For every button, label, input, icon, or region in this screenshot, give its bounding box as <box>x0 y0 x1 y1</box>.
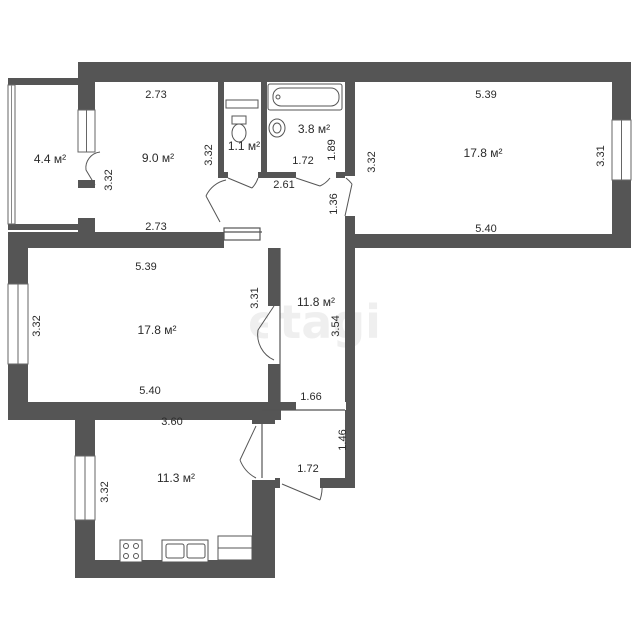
room-top-right-area-label: 17.8 м² <box>464 146 503 160</box>
washbasin-inner <box>272 122 282 134</box>
stove-icon <box>119 539 143 563</box>
door-toilet <box>227 177 259 189</box>
opening-9room <box>228 226 258 232</box>
opening-corridor-top <box>280 234 345 248</box>
room-top-right-left-dim: 3.32 <box>366 151 378 172</box>
bathtub-inner <box>272 87 340 107</box>
room-small-area-label: 9.0 м² <box>142 151 174 165</box>
room-middle-left-dim: 3.32 <box>31 315 43 336</box>
stove-burner-1 <box>123 543 129 549</box>
opening-entrance-door <box>280 478 320 488</box>
balcony-floor <box>15 85 78 224</box>
toilet-shelf <box>225 99 259 109</box>
stove-burner-3 <box>123 553 129 559</box>
door-top-right <box>344 177 353 217</box>
room-small-right-dim: 3.32 <box>203 144 215 165</box>
room-middle-right-dim: 3.31 <box>249 287 261 308</box>
stove-burner-4 <box>133 553 139 559</box>
doors <box>85 151 353 501</box>
corridor-area-label: 11.8 м² <box>297 295 335 309</box>
opening-corridor-entrance <box>296 402 346 410</box>
entrance-width-dim: 1.72 <box>297 463 318 475</box>
room-top-right-right-dim: 3.31 <box>595 145 607 166</box>
kitchen-area-label: 11.3 м² <box>157 471 195 485</box>
wall-middle-bottom <box>8 402 281 420</box>
room-small-left-dim: 3.32 <box>103 169 115 190</box>
entrance-depth-dim: 1.46 <box>337 429 349 450</box>
room-middle-top-dim: 5.39 <box>135 261 156 273</box>
wall-corridor-right <box>345 248 355 488</box>
bathtub-drain <box>275 94 281 100</box>
room-top-right-top-dim: 5.39 <box>475 89 496 101</box>
hall-depth-dim: 1.36 <box>328 193 340 214</box>
wall-toilet-bath <box>261 82 267 178</box>
room-middle-bottom-dim: 5.40 <box>139 385 160 397</box>
bathroom-width-dim: 1.72 <box>292 155 313 167</box>
room-small-top-dim: 2.73 <box>145 89 166 101</box>
windows <box>7 109 632 521</box>
opening-kitchen <box>252 424 275 480</box>
wall-room-toilet <box>218 82 224 178</box>
balcony <box>7 78 78 230</box>
toilet-area-label: 1.1 м² <box>228 139 260 153</box>
room-middle-area-label: 17.8 м² <box>138 323 177 337</box>
wall-mid-horizontal-left <box>8 232 224 248</box>
door-entrance <box>281 483 323 501</box>
stove-burner-2 <box>133 543 139 549</box>
fixtures <box>119 83 343 563</box>
wall-wc-bottom <box>218 172 355 178</box>
door-middle-room <box>257 305 275 361</box>
opening-top-right-room <box>345 176 355 216</box>
bathroom-area-label: 3.8 м² <box>298 122 330 136</box>
balcony-area-label: 4.4 м² <box>34 152 66 166</box>
bathroom-depth-dim: 1.89 <box>326 139 338 160</box>
wall-top-right-bottom <box>345 234 631 248</box>
door-balcony <box>85 151 101 186</box>
opening-toilet <box>228 172 258 178</box>
wall-top-outer <box>78 62 631 82</box>
opening-bath <box>296 172 336 178</box>
kitchen-depth-dim: 3.32 <box>99 481 111 502</box>
hall-niche <box>223 227 261 241</box>
door-bath <box>295 177 331 187</box>
kitchen-sink-bowl-1 <box>165 543 185 559</box>
corridor-width-dim: 1.66 <box>300 391 321 403</box>
wall-kitchen-bottom <box>75 560 275 578</box>
wall-bath-room <box>345 82 355 248</box>
door-9room <box>205 179 227 223</box>
kitchen-width-dim: 3.60 <box>161 416 182 428</box>
toilet-icon <box>231 123 247 143</box>
hall-width-dim: 2.61 <box>273 179 294 191</box>
opening-middle-room <box>268 306 280 364</box>
kitchen-sink-bowl-2 <box>186 543 206 559</box>
room-small-bottom-dim: 2.73 <box>145 221 166 233</box>
toilet-tank <box>231 115 247 125</box>
door-kitchen <box>239 425 257 479</box>
corridor-length-dim: 3.54 <box>330 315 342 336</box>
room-top-right-bottom-dim: 5.40 <box>475 223 496 235</box>
thin-lines <box>223 227 345 478</box>
